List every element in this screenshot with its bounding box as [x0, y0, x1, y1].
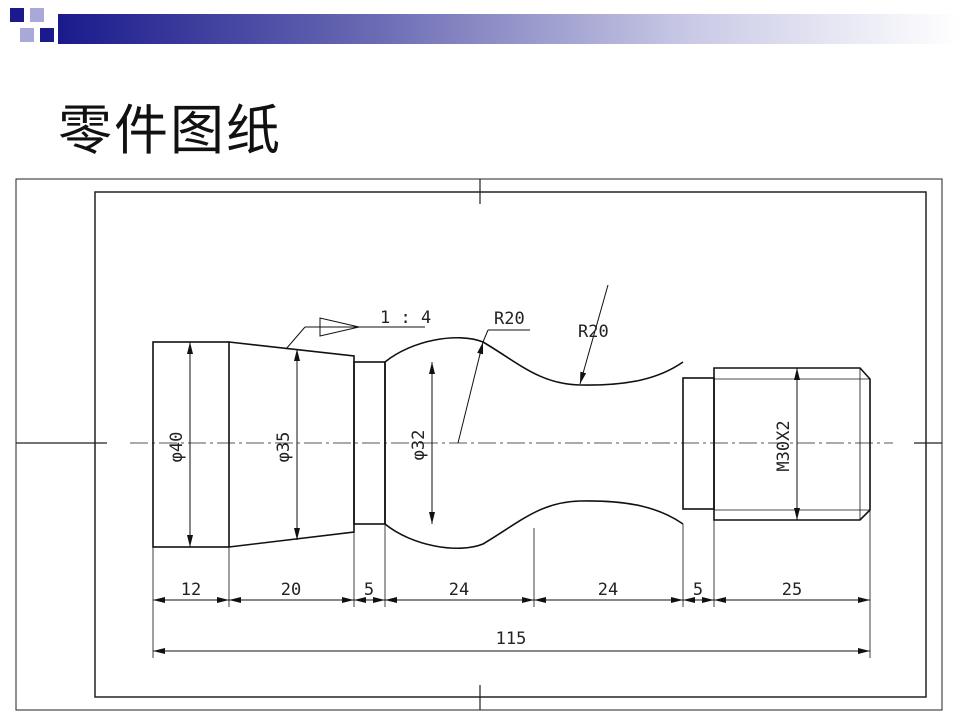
dim-total-length: 115	[496, 629, 527, 649]
thread-root-lines	[714, 368, 870, 520]
header-square-bottom-right	[40, 28, 54, 42]
dim-length-24-first: 24	[449, 580, 469, 600]
taper-ratio: 1 : 4	[380, 308, 431, 328]
dim-length-20: 20	[281, 580, 301, 600]
radius-r20-second: R20	[578, 322, 609, 342]
dim-length-5-first: 5	[364, 580, 374, 600]
dim-thread: M30X2	[774, 420, 794, 471]
sheet-inner-frame	[94, 191, 927, 698]
diameter-dimension-lines	[187, 342, 800, 547]
dim-diameter-32: φ32	[409, 430, 429, 461]
dim-diameter-35: φ35	[274, 432, 294, 463]
dim-length-25: 25	[782, 580, 802, 600]
taper-symbol	[285, 317, 425, 350]
header-square-top-right	[30, 8, 44, 22]
dim-length-12: 12	[181, 580, 201, 600]
header-square-bottom-left	[20, 28, 34, 42]
header-square-top-left	[10, 8, 24, 22]
slide-title: 零件图纸	[58, 99, 282, 162]
radius-leaders	[457, 284, 609, 444]
length-dimension-lines	[153, 597, 870, 654]
header-gradient-bar	[58, 14, 960, 44]
dim-length-5-second: 5	[693, 580, 703, 600]
dim-length-24-second: 24	[598, 580, 618, 600]
sheet-outer-frame	[15, 178, 943, 711]
centering-marks	[16, 179, 942, 710]
dim-diameter-40: φ40	[167, 432, 187, 463]
radius-r20-first: R20	[494, 309, 525, 329]
